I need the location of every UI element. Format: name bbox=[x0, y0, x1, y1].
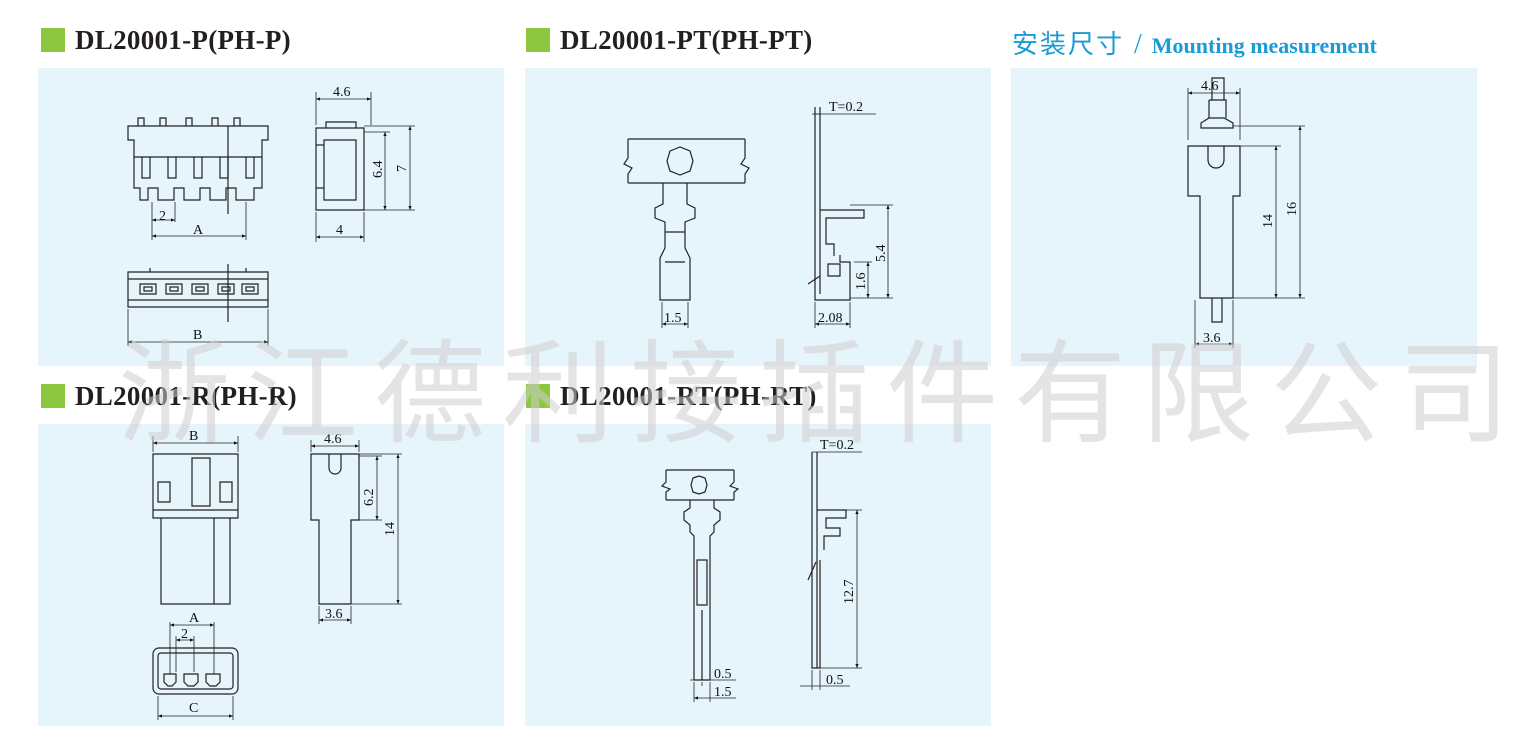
rt-dim-h: 12.7 bbox=[842, 580, 857, 605]
mount-dim-h2: 16 bbox=[1285, 202, 1300, 216]
pt-plan-dims bbox=[661, 302, 689, 328]
pt-side-dims bbox=[812, 113, 893, 328]
mount-view bbox=[1187, 77, 1241, 323]
p-dim-h1: 6.4 bbox=[371, 161, 386, 179]
pt-dim-h: 5.4 bbox=[874, 245, 889, 263]
pt-plan-view bbox=[623, 138, 750, 301]
mount-title-separator: / bbox=[1134, 29, 1142, 60]
mount-title-en: Mounting measurement bbox=[1151, 33, 1377, 58]
p-dim-w: 4.6 bbox=[333, 85, 351, 100]
pt-dim-h2: 1.6 bbox=[854, 273, 869, 291]
p-front-view bbox=[127, 117, 269, 214]
mount-title-zh: 安装尺寸 bbox=[1012, 30, 1125, 60]
section-header-rt: DL20001-RT(PH-RT) bbox=[526, 381, 817, 411]
panel-pt bbox=[525, 68, 991, 366]
rt-plan-dims bbox=[690, 679, 736, 702]
section-title-rt: DL20001-RT(PH-RT) bbox=[560, 380, 817, 411]
panel-r bbox=[38, 424, 504, 726]
panel-mount bbox=[1011, 68, 1477, 366]
p-side-dims bbox=[315, 92, 415, 242]
p-bottom-dims bbox=[127, 309, 269, 346]
section-header-p: DL20001-P(PH-P) bbox=[41, 25, 291, 55]
r-dim-pitch: 2 bbox=[181, 627, 188, 642]
green-square-icon bbox=[41, 28, 65, 52]
r-front-view bbox=[152, 453, 239, 605]
mount-dim-top: 4.6 bbox=[1201, 79, 1219, 94]
p-dim-a: A bbox=[193, 223, 204, 238]
r-side-dims bbox=[310, 440, 402, 624]
section-header-mount: 安装尺寸 / Mounting measurement bbox=[1012, 24, 1377, 60]
r-dim-h2: 14 bbox=[383, 522, 398, 536]
rt-dim-w1: 0.5 bbox=[714, 667, 732, 682]
p-dim-pitch: 2 bbox=[159, 209, 166, 224]
mount-dim-h1: 14 bbox=[1261, 214, 1276, 228]
mount-dims bbox=[1187, 88, 1305, 348]
r-dim-bottom: 3.6 bbox=[325, 607, 343, 622]
p-side-view bbox=[315, 121, 365, 211]
rt-dim-t: T=0.2 bbox=[820, 438, 854, 453]
pt-dim-w1: 1.5 bbox=[664, 311, 682, 326]
green-square-icon bbox=[526, 384, 550, 408]
r-front-dims bbox=[152, 436, 239, 452]
rt-dim-w3: 0.5 bbox=[826, 673, 844, 688]
r-bottom-dims bbox=[157, 622, 234, 720]
panel-rt bbox=[525, 424, 991, 726]
pt-side-view bbox=[807, 107, 865, 301]
r-dim-c: C bbox=[189, 701, 198, 716]
pt-dim-w2: 2.08 bbox=[818, 311, 843, 326]
r-bottom-view bbox=[152, 647, 239, 695]
p-bottom-view bbox=[127, 264, 269, 322]
section-header-r: DL20001-R(PH-R) bbox=[41, 381, 297, 411]
r-side-view bbox=[310, 453, 360, 605]
r-dim-a: A bbox=[189, 611, 200, 626]
green-square-icon bbox=[41, 384, 65, 408]
p-dim-b: B bbox=[193, 328, 202, 343]
panel-p bbox=[38, 68, 504, 366]
green-square-icon bbox=[526, 28, 550, 52]
r-dim-h1: 6.2 bbox=[362, 489, 377, 507]
section-header-pt: DL20001-PT(PH-PT) bbox=[526, 25, 813, 55]
r-dim-w: 4.6 bbox=[324, 432, 342, 447]
section-title-p: DL20001-P(PH-P) bbox=[75, 24, 291, 55]
rt-side-dims bbox=[800, 451, 862, 690]
section-title-r: DL20001-R(PH-R) bbox=[75, 380, 297, 411]
section-title-pt: DL20001-PT(PH-PT) bbox=[560, 24, 813, 55]
rt-side-view bbox=[807, 452, 847, 669]
rt-dim-w2: 1.5 bbox=[714, 685, 732, 700]
p-dim-h2: 7 bbox=[395, 165, 410, 172]
mount-dim-bottom: 3.6 bbox=[1203, 331, 1221, 346]
pt-dim-t: T=0.2 bbox=[829, 100, 863, 115]
r-dim-b: B bbox=[189, 429, 198, 444]
rt-plan-view bbox=[660, 469, 740, 681]
p-dim-d: 4 bbox=[336, 223, 343, 238]
p-front-dims bbox=[151, 202, 247, 240]
